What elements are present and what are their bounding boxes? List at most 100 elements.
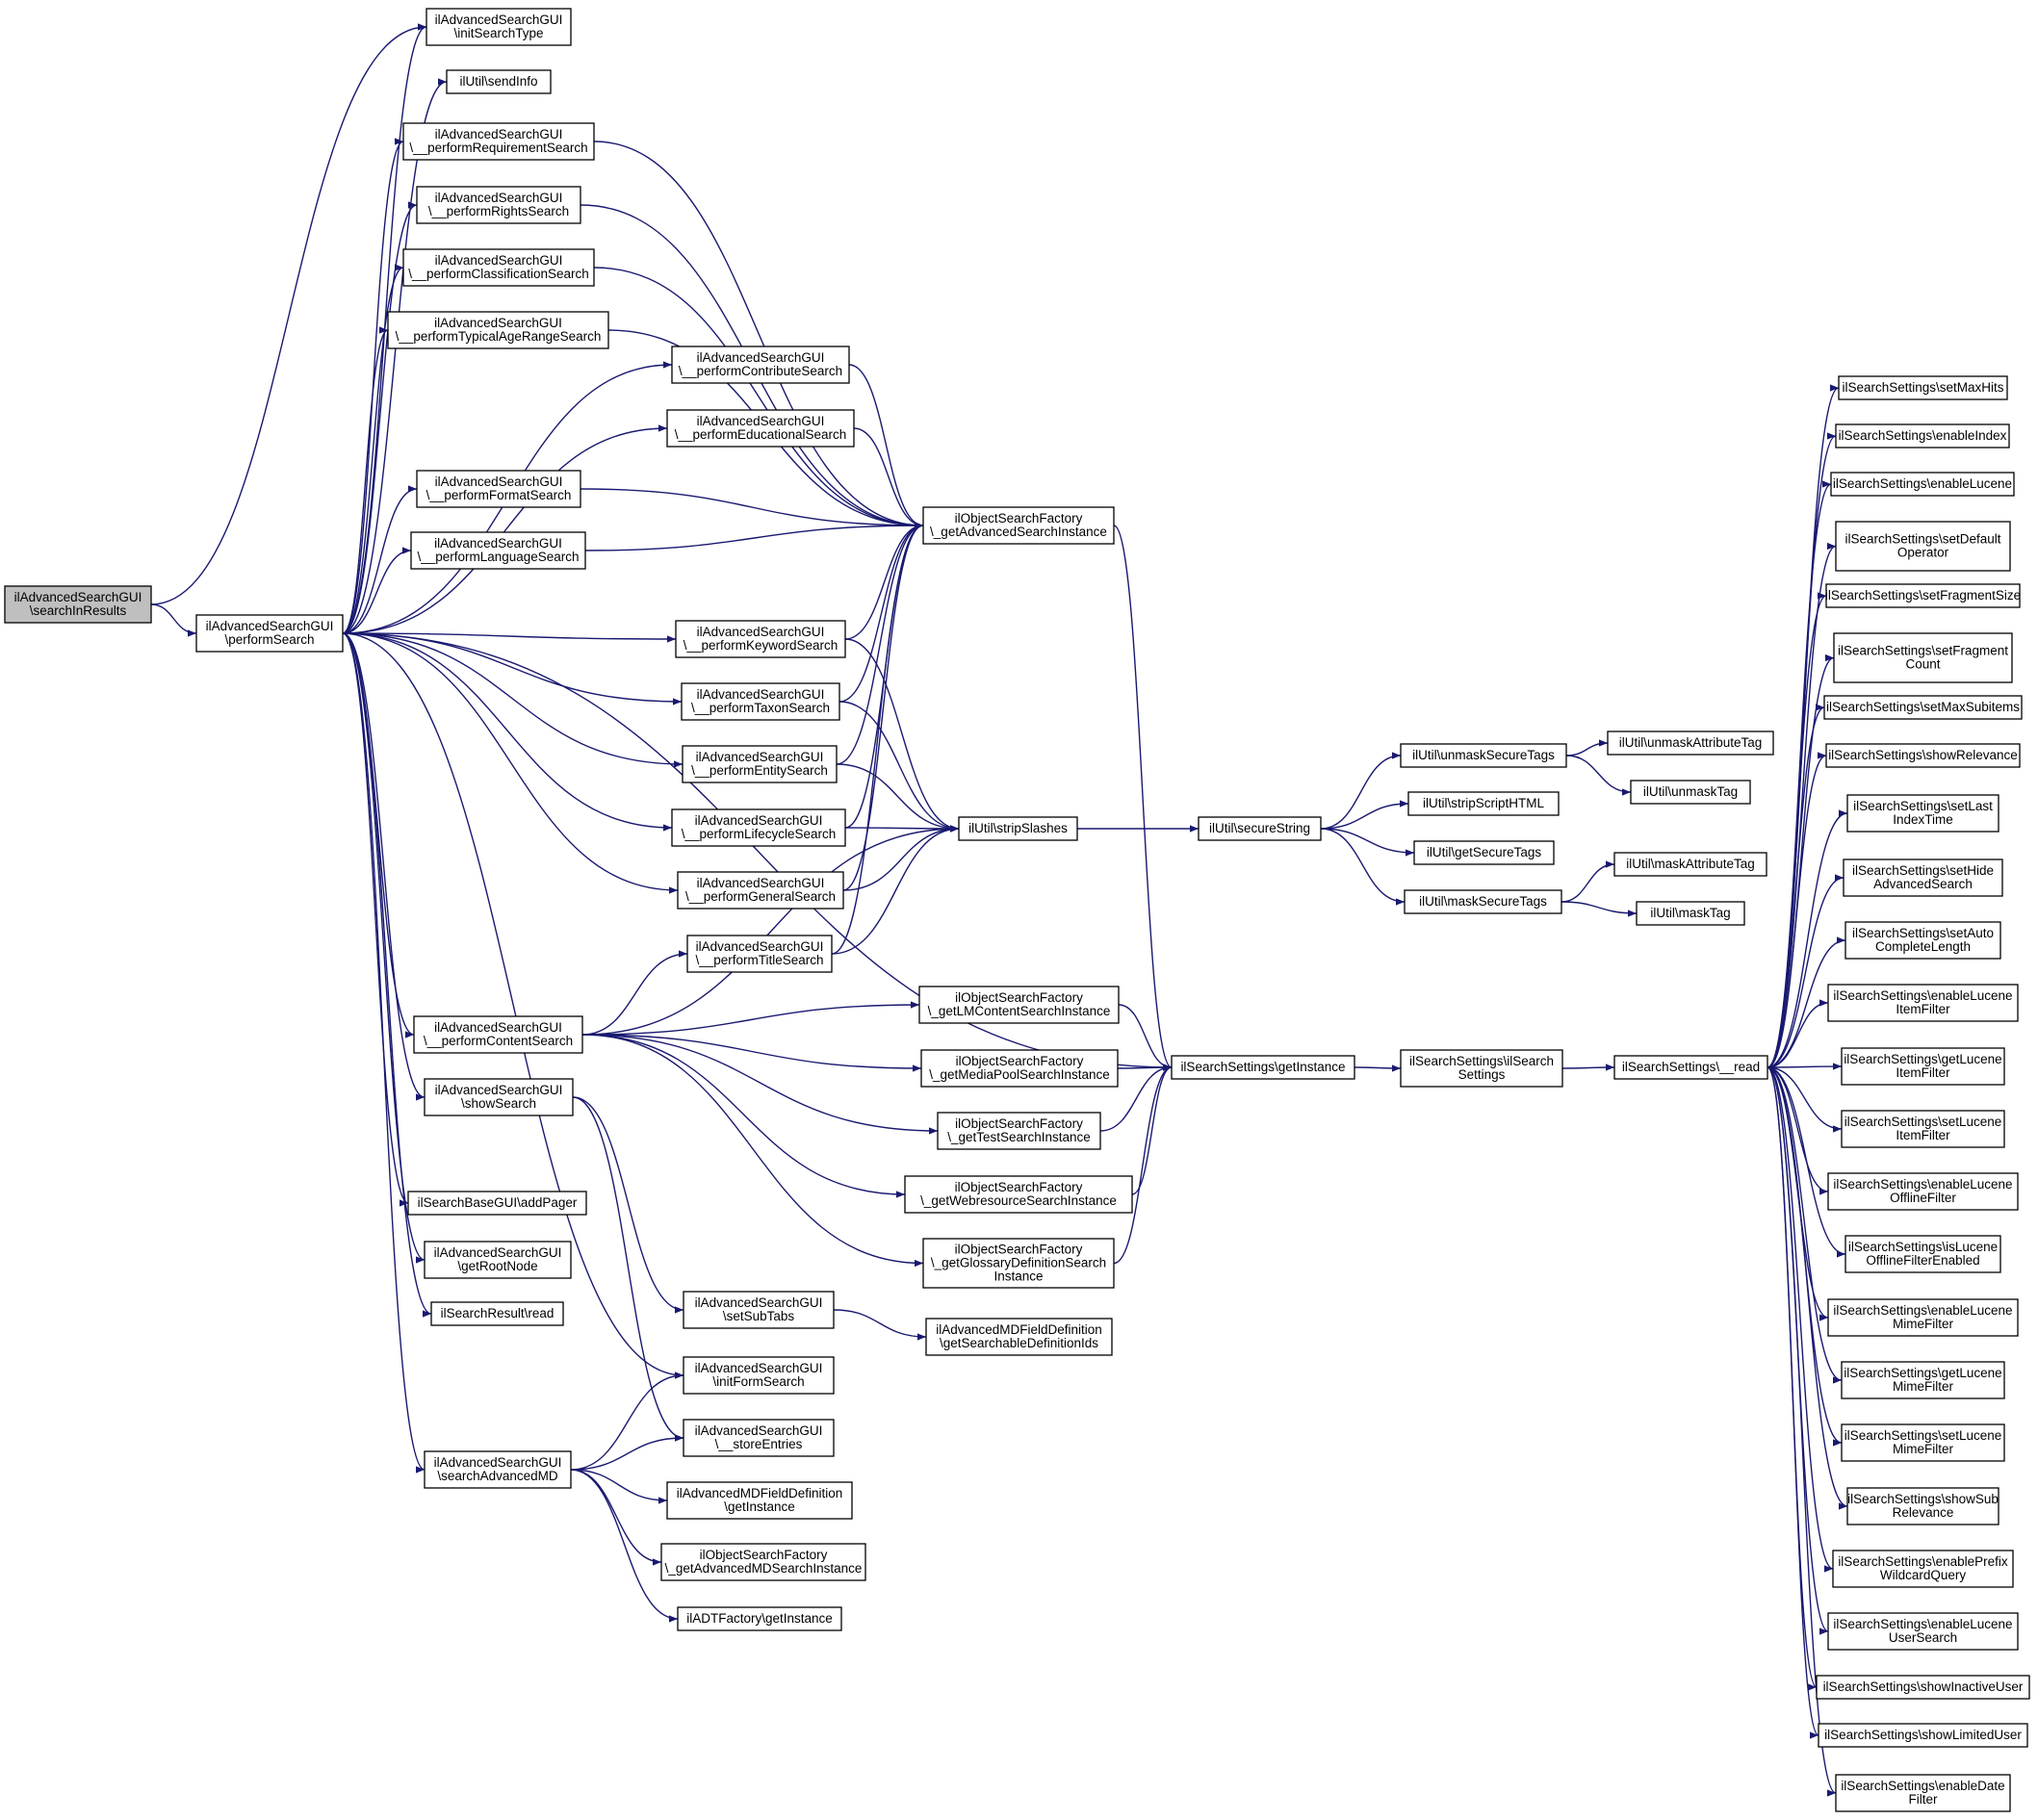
graph-node-n51[interactable]: ilSearchSettings\enableIndex	[1835, 423, 2010, 449]
edge-n49-n57	[1767, 752, 1827, 1068]
graph-node-n21[interactable]: ilAdvancedSearchGUI\getRootNode	[424, 1241, 572, 1279]
edge-path	[581, 1034, 939, 1135]
graph-node-n56[interactable]: ilSearchSettings\setMaxSubitems	[1823, 695, 2023, 720]
edge-n10-n24	[580, 488, 924, 529]
graph-node-n17[interactable]: ilAdvancedSearchGUI\__performTitleSearch	[686, 935, 833, 973]
edge-n30-n39	[1113, 1064, 1173, 1265]
graph-node-n27[interactable]: ilObjectSearchFactory\_getMediaPoolSearc…	[920, 1049, 1119, 1088]
graph-node-n32[interactable]: ilAdvancedSearchGUI\initFormSearch	[683, 1356, 835, 1395]
node-box	[1404, 889, 1562, 914]
node-label: \_getTestSearchInstance	[947, 1130, 1091, 1144]
graph-node-n24[interactable]: ilObjectSearchFactory\_getAdvancedSearch…	[922, 506, 1115, 545]
graph-node-n48[interactable]: ilSearchSettings\ilSearchSettings	[1400, 1049, 1563, 1088]
graph-node-n57[interactable]: ilSearchSettings\showRelevance	[1825, 743, 2021, 768]
graph-node-n20[interactable]: ilSearchBaseGUI\addPager	[407, 1191, 587, 1216]
graph-node-n18[interactable]: ilAdvancedSearchGUI\__performContentSear…	[413, 1015, 583, 1054]
graph-node-n44[interactable]: ilUtil\unmaskAttributeTag	[1607, 731, 1774, 756]
graph-node-n46[interactable]: ilUtil\maskAttributeTag	[1613, 852, 1767, 877]
node-box	[195, 614, 344, 653]
edge-n1-n19	[342, 632, 426, 1101]
graph-node-n65[interactable]: ilSearchSettings\isLuceneOfflineFilterEn…	[1845, 1235, 2001, 1273]
edge-n49-n58	[1767, 809, 1848, 1068]
graph-node-n70[interactable]: ilSearchSettings\enablePrefixWildcardQue…	[1832, 1550, 2014, 1588]
graph-node-n16[interactable]: ilAdvancedSearchGUI\__performGeneralSear…	[677, 871, 844, 910]
graph-node-n40[interactable]: ilUtil\unmaskSecureTags	[1400, 743, 1567, 768]
graph-node-n7[interactable]: ilAdvancedSearchGUI\__performTypicalAgeR…	[387, 311, 609, 349]
node-label: ilUtil\maskAttributeTag	[1626, 857, 1755, 871]
graph-node-n42[interactable]: ilUtil\getSecureTags	[1413, 840, 1555, 865]
graph-node-n33[interactable]: ilAdvancedSearchGUI\__storeEntries	[683, 1419, 835, 1457]
node-label: ilSearchSettings\setFragment	[1838, 644, 2008, 658]
graph-node-n28[interactable]: ilObjectSearchFactory\_getTestSearchInst…	[937, 1112, 1101, 1150]
graph-node-n37[interactable]: ilAdvancedMDFieldDefinition\getSearchabl…	[925, 1318, 1113, 1356]
graph-node-n38[interactable]: ilUtil\secureString	[1198, 816, 1322, 841]
graph-node-n73[interactable]: ilSearchSettings\showLimitedUser	[1818, 1723, 2028, 1748]
node-label: ilSearchSettings\setMaxSubitems	[1826, 700, 2020, 714]
graph-node-n14[interactable]: ilAdvancedSearchGUI\__performEntitySearc…	[682, 745, 838, 783]
graph-node-n15[interactable]: ilAdvancedSearchGUI\__performLifecycleSe…	[671, 808, 846, 847]
graph-node-n29[interactable]: ilObjectSearchFactory\_getWebresourceSea…	[904, 1175, 1133, 1214]
graph-node-n13[interactable]: ilAdvancedSearchGUI\__performTaxonSearch	[681, 682, 840, 721]
node-box	[918, 986, 1120, 1024]
graph-node-n47[interactable]: ilUtil\maskTag	[1636, 901, 1745, 926]
graph-node-n4[interactable]: ilAdvancedSearchGUI\__performRequirement…	[402, 122, 595, 161]
node-label: ilAdvancedSearchGUI	[434, 1245, 562, 1260]
graph-node-n12[interactable]: ilAdvancedSearchGUI\__performKeywordSear…	[675, 620, 846, 658]
graph-node-n34[interactable]: ilAdvancedMDFieldDefinition\getInstance	[666, 1481, 853, 1520]
graph-node-n72[interactable]: ilSearchSettings\showInactiveUser	[1816, 1675, 2030, 1700]
graph-node-n11[interactable]: ilAdvancedSearchGUI\__performLanguageSea…	[410, 531, 586, 570]
graph-node-n6[interactable]: ilAdvancedSearchGUI\__performClassificat…	[402, 248, 595, 287]
graph-node-n1[interactable]: ilAdvancedSearchGUI\performSearch	[195, 614, 344, 653]
node-label: ilSearchSettings\showInactiveUser	[1823, 1679, 2024, 1694]
node-label: ilSearchSettings\enableLucene	[1833, 1303, 2012, 1318]
graph-node-n22[interactable]: ilSearchResult\read	[430, 1301, 564, 1326]
graph-node-n10[interactable]: ilAdvancedSearchGUI\__performFormatSearc…	[416, 470, 581, 508]
graph-node-n39[interactable]: ilSearchSettings\getInstance	[1171, 1055, 1355, 1080]
edge-n1-n22	[342, 632, 432, 1318]
edge-n49-n74	[1767, 1066, 1837, 1797]
graph-node-n50[interactable]: ilSearchSettings\setMaxHits	[1838, 375, 2008, 400]
graph-node-n64[interactable]: ilSearchSettings\enableLuceneOfflineFilt…	[1827, 1172, 2019, 1211]
graph-node-n49[interactable]: ilSearchSettings\__read	[1613, 1055, 1768, 1080]
edge-n18-n26	[581, 1001, 920, 1036]
graph-node-n26[interactable]: ilObjectSearchFactory\_getLMContentSearc…	[918, 986, 1120, 1024]
graph-node-n2[interactable]: ilAdvancedSearchGUI\initSearchType	[426, 8, 572, 46]
graph-node-n8[interactable]: ilAdvancedSearchGUI\__performContributeS…	[671, 346, 850, 384]
node-box	[937, 1112, 1101, 1150]
node-box	[1832, 1550, 2014, 1588]
node-label: \__performTitleSearch	[695, 953, 823, 967]
graph-node-n52[interactable]: ilSearchSettings\enableLucene	[1830, 472, 2015, 497]
graph-node-n43[interactable]: ilUtil\maskSecureTags	[1404, 889, 1562, 914]
node-box	[1818, 1723, 2028, 1748]
node-label: ilAdvancedSearchGUI	[435, 474, 563, 489]
graph-node-n5[interactable]: ilAdvancedSearchGUI\__performRightsSearc…	[416, 186, 581, 224]
graph-node-n30[interactable]: ilObjectSearchFactory\_getGlossaryDefini…	[922, 1238, 1115, 1289]
node-label: \initFormSearch	[712, 1374, 804, 1389]
graph-node-n31[interactable]: ilAdvancedSearchGUI\setSubTabs	[683, 1291, 835, 1329]
graph-node-n25[interactable]: ilUtil\stripSlashes	[958, 816, 1078, 841]
graph-node-n0[interactable]: ilAdvancedSearchGUI\searchInResults	[4, 585, 152, 624]
graph-node-n23[interactable]: ilAdvancedSearchGUI\searchAdvancedMD	[424, 1450, 572, 1489]
graph-node-n19[interactable]: ilAdvancedSearchGUI\showSearch	[424, 1078, 574, 1116]
graph-node-n9[interactable]: ilAdvancedSearchGUI\__performEducational…	[666, 409, 855, 448]
graph-node-n36[interactable]: ilADTFactory\getInstance	[677, 1606, 842, 1631]
graph-node-n35[interactable]: ilObjectSearchFactory\_getAdvancedMDSear…	[660, 1543, 866, 1581]
graph-node-n54[interactable]: ilSearchSettings\setFragmentSize	[1825, 583, 2021, 608]
graph-node-n45[interactable]: ilUtil\unmaskTag	[1630, 780, 1751, 805]
graph-node-n41[interactable]: ilUtil\stripScriptHTML	[1407, 791, 1560, 816]
graph-node-n3[interactable]: ilUtil\sendInfo	[446, 69, 552, 94]
